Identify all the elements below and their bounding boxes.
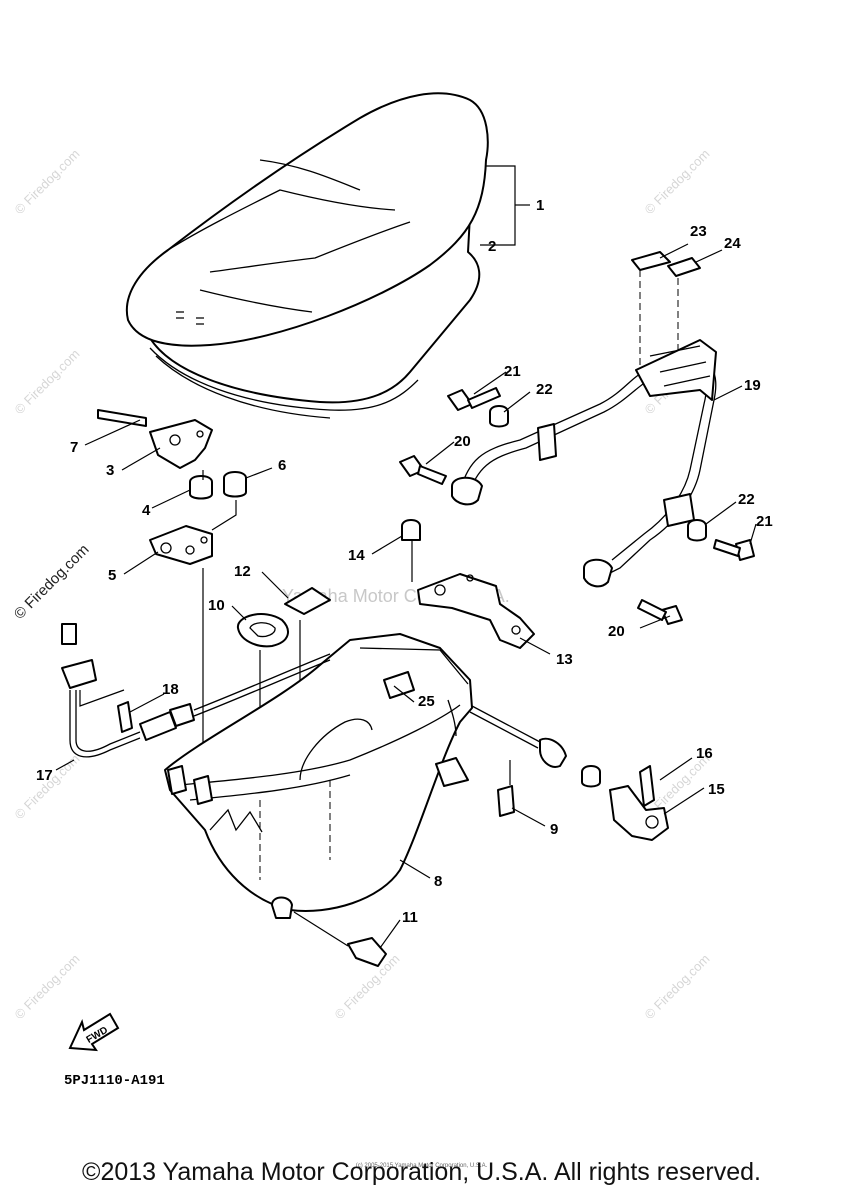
callout-21a: 21 [504, 363, 521, 380]
part-code: 5PJ1110-A191 [64, 1073, 165, 1089]
watermark: © Firedog.com [642, 951, 713, 1022]
bracket [401, 519, 535, 649]
callout-12: 12 [234, 563, 251, 580]
hinge-parts [97, 409, 247, 780]
callout-22b: 22 [738, 491, 755, 508]
callout-6: 6 [278, 457, 286, 474]
callout-9: 9 [550, 821, 558, 838]
callout-20a: 20 [454, 433, 471, 450]
callout-15: 15 [708, 781, 725, 798]
fwd-arrow-icon: FWD [68, 1012, 120, 1052]
watermark: © Firedog.com [642, 146, 713, 217]
small-print: (c) 2005-2015 Yamaha Motor Corporation, … [355, 1163, 488, 1169]
callout-21b: 21 [756, 513, 773, 530]
callout-20b: 20 [608, 623, 625, 640]
callout-3: 3 [106, 462, 114, 479]
callout-4: 4 [142, 502, 151, 519]
copyright-text: ©2013 Yamaha Motor Corporation, U.S.A. A… [82, 1158, 761, 1186]
cable [61, 623, 601, 788]
callout-23: 23 [690, 223, 707, 240]
storage-box [164, 633, 473, 919]
callout-5: 5 [108, 567, 116, 584]
callout-19: 19 [744, 377, 761, 394]
watermark: © Firedog.com [11, 541, 93, 623]
callout-14: 14 [348, 547, 365, 564]
callouts: 1 2 3 4 5 6 7 8 9 10 11 12 13 14 15 16 1… [36, 197, 773, 926]
callout-11: 11 [402, 909, 418, 926]
callout-7: 7 [70, 439, 78, 456]
callout-17: 17 [36, 767, 53, 784]
watermark: © Firedog.com [12, 346, 83, 417]
fasteners [293, 760, 669, 967]
leader-lines [55, 243, 757, 949]
carrier [399, 251, 755, 625]
callout-18: 18 [162, 681, 179, 698]
callout-10: 10 [208, 597, 225, 614]
callout-24: 24 [724, 235, 741, 252]
callout-8: 8 [434, 873, 442, 890]
callout-1: 1 [536, 197, 544, 214]
watermark: © Firedog.com [12, 146, 83, 217]
callout-22a: 22 [536, 381, 553, 398]
callout-2: 2 [488, 238, 496, 255]
callout-25: 25 [418, 693, 435, 710]
watermark: © Firedog.com [12, 951, 83, 1022]
seat [125, 92, 489, 419]
callout-16: 16 [696, 745, 713, 762]
callout-13: 13 [556, 651, 573, 668]
